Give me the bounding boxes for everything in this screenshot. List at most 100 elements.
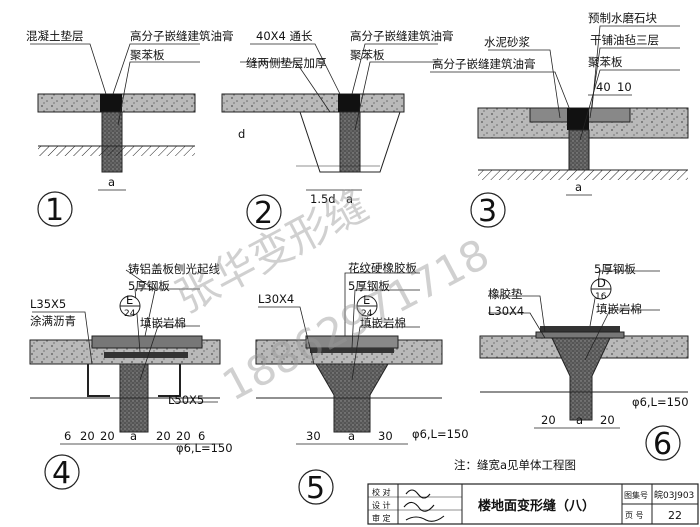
leaders: [240, 43, 438, 131]
detail-2: 40X4 通长 高分子嵌缝建筑油膏 缝两侧垫层加厚 聚苯板 d 1.5d a 2: [221, 29, 454, 231]
dim-anchor: φ6,L=150: [632, 395, 689, 409]
leaders: [258, 272, 420, 381]
circle-number-1: 1: [37, 191, 73, 228]
dim-a: a: [130, 429, 137, 443]
label-felt: 干铺油毡三层: [590, 33, 659, 47]
dim-6-left: 6: [64, 429, 71, 443]
label-thickened: 缝两侧垫层加厚: [246, 56, 327, 70]
detail-3: 预制水磨石块 干铺油毡三层 水泥砂浆 高分子嵌缝建筑油膏 聚苯板 40 10 a…: [430, 11, 689, 229]
atlas-label: 图集号: [624, 490, 648, 500]
signature-2: [405, 515, 445, 522]
label-cast-cover: 铸铝盖板刨光起线: [128, 262, 220, 276]
foam-board: [101, 111, 123, 173]
rubber-pad: [535, 331, 625, 339]
detail-6: 5厚钢板 橡胶垫 L30X4 填嵌岩棉 D 16 20 a 20 φ6,L=15…: [479, 262, 689, 462]
ref-symbol-d16: D 16: [590, 276, 612, 302]
label-rubber-pad: 橡胶垫: [488, 287, 523, 301]
sheet-note: 注：缝宽a见单体工程图: [454, 458, 576, 472]
dim-a: a: [575, 180, 582, 194]
label-steel: 5厚钢板: [348, 279, 390, 293]
dim-30-right: 30: [378, 429, 393, 443]
title-block: 校 对 设 计 审 定 楼地面变形缝（八） 图集号 皖03J903 页 号 22: [367, 483, 699, 525]
steel-plate: [540, 326, 620, 332]
leaders: [430, 25, 680, 141]
label-foam: 聚苯板: [588, 55, 623, 69]
svg-text:6: 6: [653, 427, 672, 462]
circle-number-5: 5: [298, 469, 334, 506]
label-rubber: 花纹硬橡胶板: [348, 261, 417, 275]
label-concrete-bed: 混凝土垫层: [26, 29, 84, 43]
dim-20-left: 20: [541, 413, 556, 427]
page-label: 页 号: [625, 511, 644, 520]
label-rock-wool: 填嵌岩棉: [140, 316, 186, 330]
sealant: [100, 94, 122, 112]
svg-text:24: 24: [124, 309, 136, 319]
row-check: 校 对: [372, 487, 391, 497]
dim-anchor: φ6,L=150: [176, 441, 233, 455]
detail-1: 混凝土垫层 高分子嵌缝建筑油膏 聚苯板 a 1: [26, 29, 234, 228]
dim-a: a: [108, 175, 115, 189]
svg-text:1: 1: [45, 193, 64, 228]
label-l35: L35X5: [30, 297, 66, 311]
dim-20-2: 20: [100, 429, 115, 443]
svg-text:E: E: [126, 293, 133, 307]
detail-5: 花纹硬橡胶板 5厚钢板 L30X4 填嵌岩棉 E 24 30 a 30 φ6,L…: [255, 261, 469, 506]
leaders: [32, 269, 218, 403]
label-sealant: 高分子嵌缝建筑油膏: [350, 29, 454, 43]
dim-d: d: [238, 127, 245, 141]
label-sealant: 高分子嵌缝建筑油膏: [432, 57, 536, 71]
label-mortar: 水泥砂浆: [484, 35, 530, 49]
dim-20-1: 20: [80, 429, 95, 443]
dim-20-4: 20: [176, 429, 191, 443]
svg-text:5: 5: [306, 471, 325, 506]
leaders: [488, 270, 660, 361]
svg-text:2: 2: [254, 196, 273, 231]
label-steel: 5厚钢板: [594, 262, 636, 276]
svg-text:16: 16: [595, 292, 607, 302]
ref-symbol-e24: E 24: [119, 293, 141, 319]
label-rock-wool: 填嵌岩棉: [596, 302, 642, 316]
sheet-title: 楼地面变形缝（八）: [478, 498, 595, 514]
foam-board: [568, 129, 590, 171]
angle-right: [158, 364, 181, 397]
steel-plate: [310, 348, 394, 353]
row-design: 设 计: [372, 500, 391, 510]
ref-symbol-e24: E 24: [356, 293, 378, 319]
rock-wool: [551, 337, 611, 421]
circle-number-4: 4: [44, 454, 80, 491]
dim-a: a: [576, 413, 583, 427]
label-l30: L30X4: [258, 292, 294, 306]
label-sealant: 高分子嵌缝建筑油膏: [130, 29, 234, 43]
sealant: [338, 94, 360, 112]
thickened-bed: [222, 111, 404, 173]
dim-a: a: [348, 429, 355, 443]
label-rock-wool: 填嵌岩棉: [360, 316, 406, 330]
svg-text:D: D: [597, 276, 606, 290]
earth-hatch: [478, 170, 688, 180]
svg-text:4: 4: [52, 456, 71, 491]
dim-a: a: [346, 192, 353, 206]
label-flat-bar: 40X4 通长: [256, 29, 313, 43]
label-asphalt: 涂满沥青: [30, 314, 76, 328]
dim-6-right: 6: [198, 429, 205, 443]
cover-plate: [91, 335, 203, 349]
detail-4: 铸铝盖板刨光起线 5厚钢板 L35X5 涂满沥青 填嵌岩棉 L50X5 E 24…: [29, 262, 233, 491]
circle-number-2: 2: [246, 194, 282, 231]
label-l50: L50X5: [168, 393, 204, 407]
sealant: [567, 108, 589, 130]
dim-10: 10: [617, 80, 632, 94]
label-l30: L30X4: [488, 304, 524, 318]
label-terrazzo: 预制水磨石块: [588, 11, 657, 25]
label-foam: 聚苯板: [130, 48, 165, 62]
atlas-number: 皖03J903: [654, 489, 694, 501]
steel-plate: [104, 352, 188, 358]
label-steel: 5厚钢板: [128, 279, 170, 293]
earth-hatch: [38, 146, 195, 156]
dim-30-left: 30: [306, 429, 321, 443]
svg-text:24: 24: [361, 309, 373, 319]
leaders: [30, 43, 200, 126]
circle-number-3: 3: [470, 192, 506, 229]
angle-left: [87, 364, 110, 397]
signature-1: [403, 489, 435, 512]
dim-20-right: 20: [600, 413, 615, 427]
